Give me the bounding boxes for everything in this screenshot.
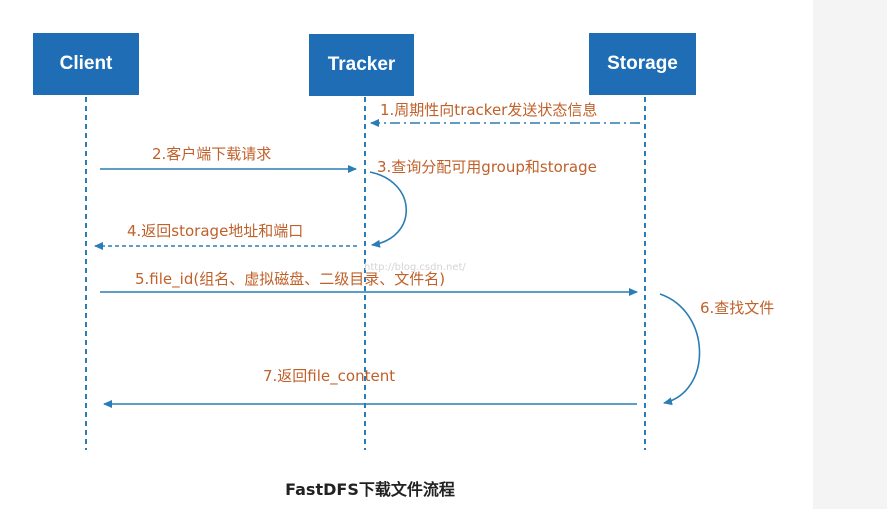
message-2-label: 2.客户端下载请求 [152, 145, 272, 163]
message-3-label: 3.查询分配可用group和storage [377, 158, 597, 176]
message-5-label: 5.file_id(组名、虚拟磁盘、二级目录、文件名) [135, 270, 446, 288]
message-6-label: 6.查找文件 [700, 299, 775, 317]
client-actor-box: Client [33, 33, 139, 95]
page-margin [813, 0, 887, 509]
message-4-label: 4.返回storage地址和端口 [127, 222, 304, 240]
diagram-caption: FastDFS下载文件流程 [285, 480, 455, 499]
watermark: http://blog.csdn.net/ [364, 262, 466, 273]
message-1-label: 1.周期性向tracker发送状态信息 [380, 101, 598, 119]
message-7-label: 7.返回file_content [263, 367, 396, 385]
storage-actor-box: Storage [589, 33, 696, 95]
arrow-3-query-loop [369, 171, 407, 248]
arrow-6-find-file-loop [659, 293, 701, 406]
tracker-actor-box: Tracker [309, 34, 414, 96]
